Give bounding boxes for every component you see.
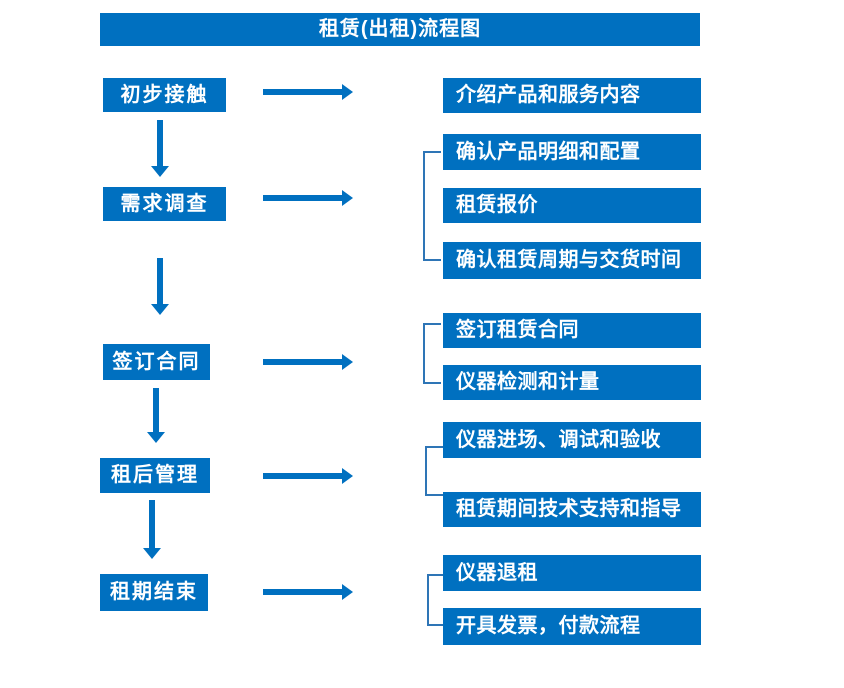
detail-box-sign-rental-contract: 签订租赁合同	[443, 313, 701, 348]
detail-box-invoice-payment: 开具发票，付款流程	[443, 608, 701, 645]
step-label: 签订合同	[112, 351, 201, 373]
detail-label: 租赁报价	[456, 194, 538, 216]
detail-label: 确认产品明细和配置	[456, 141, 641, 163]
detail-label: 签订租赁合同	[456, 319, 579, 341]
detail-box-instrument-return: 仪器退租	[443, 555, 701, 591]
detail-box-confirm-product-details: 确认产品明细和配置	[443, 134, 701, 170]
detail-box-rental-quotation: 租赁报价	[443, 188, 701, 223]
detail-box-introduce-products: 介绍产品和服务内容	[443, 78, 701, 113]
detail-box-confirm-rental-period: 确认租赁周期与交货时间	[443, 242, 701, 279]
detail-label: 租赁期间技术支持和指导	[456, 498, 682, 520]
detail-label: 仪器进场、调试和验收	[456, 429, 661, 451]
down-arrow-icon	[149, 500, 155, 548]
down-arrow-icon	[157, 120, 163, 166]
step-box-lease-end: 租期结束	[100, 574, 208, 611]
page-title: 租赁(出租)流程图	[318, 18, 482, 40]
right-arrow-icon	[263, 359, 342, 365]
bracket-connector	[423, 323, 441, 384]
detail-box-instrument-inspection: 仪器检测和计量	[443, 365, 701, 400]
bracket-connector	[425, 446, 443, 496]
down-arrow-icon	[157, 258, 163, 304]
detail-label: 确认租赁周期与交货时间	[456, 249, 682, 271]
title-bar: 租赁(出租)流程图	[100, 13, 700, 46]
right-arrow-icon	[263, 473, 342, 479]
step-label: 需求调查	[120, 193, 209, 215]
step-label: 初步接触	[120, 84, 209, 106]
step-label: 租后管理	[111, 464, 199, 486]
detail-label: 仪器检测和计量	[456, 371, 600, 393]
right-arrow-icon	[263, 195, 342, 201]
detail-box-instrument-setup-acceptance: 仪器进场、调试和验收	[443, 422, 701, 458]
bracket-connector	[423, 151, 441, 261]
bracket-connector	[427, 574, 445, 626]
right-arrow-icon	[263, 89, 342, 95]
step-box-demand-survey: 需求调查	[103, 187, 226, 221]
down-arrow-icon	[153, 388, 159, 432]
right-arrow-icon	[263, 589, 342, 595]
detail-label: 介绍产品和服务内容	[456, 84, 641, 106]
step-label: 租期结束	[110, 581, 198, 603]
step-box-initial-contact: 初步接触	[103, 78, 226, 112]
detail-box-technical-support: 租赁期间技术支持和指导	[443, 492, 701, 527]
detail-label: 开具发票，付款流程	[456, 615, 641, 637]
detail-label: 仪器退租	[456, 562, 538, 584]
step-box-sign-contract: 签订合同	[103, 344, 210, 380]
step-box-post-rental-management: 租后管理	[100, 458, 210, 493]
